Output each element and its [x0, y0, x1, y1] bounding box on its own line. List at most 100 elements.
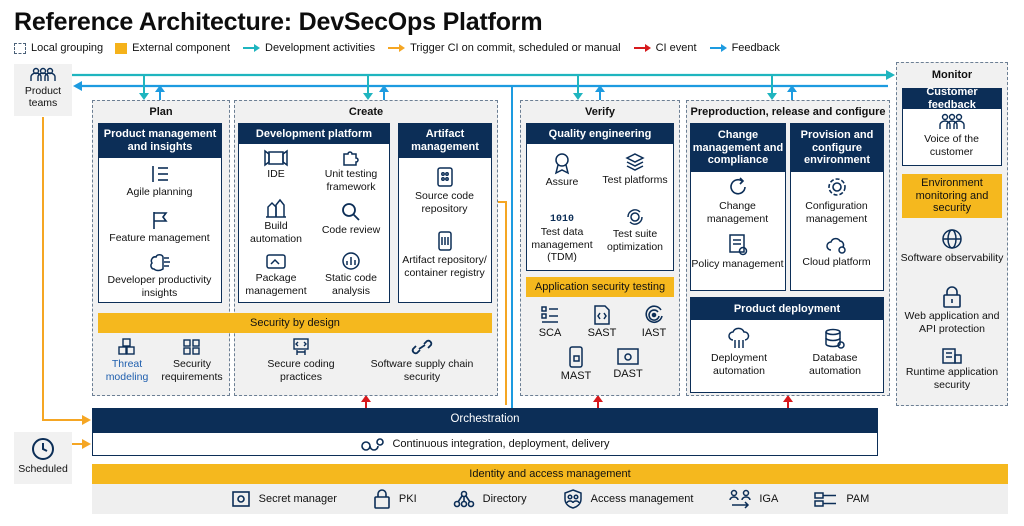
application-security-testing-header: Application security testing [526, 277, 674, 297]
code-icon [293, 338, 309, 355]
policy-document-icon [728, 234, 747, 256]
item-label: Software supply chain security [370, 358, 474, 383]
building-lock-icon [942, 348, 962, 364]
preproduction-title: Preproduction, release and configure [690, 106, 886, 118]
configuration-management-item: Configuration management [791, 176, 882, 225]
identity-access-management-header: Identity and access management [92, 464, 1008, 484]
legend-ci-event: CI event [633, 42, 697, 54]
item-label: Change management [706, 200, 769, 225]
secure-coding-practices-item: Secure coding practices [256, 338, 346, 383]
static-code-analysis-item: Static code analysis [315, 252, 387, 297]
directory-item: Directory [453, 490, 527, 508]
development-platform-box: Development platform IDE Unit testing fr… [238, 123, 390, 303]
safe-icon [231, 491, 250, 507]
item-label: Access management [590, 493, 694, 505]
item-label: Secret manager [258, 493, 337, 505]
item-label: Software observability [900, 252, 1004, 264]
legend-trigger-ci: Trigger CI on commit, scheduled or manua… [387, 42, 621, 54]
link-icon [411, 339, 433, 355]
item-label: Security requirements [161, 358, 223, 383]
product-management-header: Product management and insights [99, 124, 221, 158]
orchestration-header: Orchestration [92, 408, 878, 432]
ide-icon [264, 149, 288, 167]
quality-engineering-header: Quality engineering [527, 124, 673, 144]
item-label: Test suite optimization [606, 228, 664, 253]
item-label: Policy management [691, 258, 784, 270]
dashed-box-swatch [14, 42, 26, 54]
product-teams-actor: Product teams [14, 64, 72, 116]
legend-local-grouping: Local grouping [14, 42, 103, 54]
padlock-icon [374, 489, 390, 509]
item-label: Voice of the customer [924, 133, 979, 158]
item-label: MAST [560, 370, 592, 382]
test-data-management-item: 1010 Test data management (TDM) [529, 210, 595, 264]
clock-icon [32, 438, 54, 460]
item-label: Test platforms [602, 174, 668, 186]
item-label: Test data management (TDM) [531, 226, 593, 264]
refresh-icon [729, 177, 746, 195]
page-title: Reference Architecture: DevSecOps Platfo… [14, 8, 543, 36]
product-management-box: Product management and insights Agile pl… [98, 123, 222, 303]
browser-gear-icon [617, 348, 639, 365]
sca-item: SCA [530, 305, 570, 340]
database-icon [436, 167, 453, 187]
building-icon [266, 198, 286, 218]
legend-label: Local grouping [31, 42, 104, 54]
legend-external-component: External component [115, 42, 230, 54]
security-by-design-header: Security by design [98, 313, 492, 333]
legend: Local grouping External component Develo… [14, 41, 792, 55]
item-label: Agile planning [126, 186, 193, 198]
item-label: Developer productivity insights [107, 274, 212, 299]
product-deployment-header: Product deployment [691, 298, 883, 320]
developer-productivity-item: Developer productivity insights [99, 252, 220, 299]
item-label: SCA [538, 327, 562, 339]
teal-arrow-icon [243, 44, 261, 52]
cubes-icon [118, 338, 135, 355]
artifact-management-box: Artifact management Source code reposito… [398, 123, 492, 303]
database-gear-icon [825, 328, 845, 349]
change-management-header: Change management and compliance [691, 124, 785, 172]
svg-text:1010: 1010 [550, 214, 574, 225]
iam-items-bar: Secret manager PKI Directory Access mana… [92, 484, 1008, 514]
item-label: DAST [613, 368, 643, 380]
list-icon [151, 166, 168, 182]
iga-item: IGA [729, 489, 778, 509]
key-card-icon [814, 492, 837, 507]
secret-manager-item: Secret manager [231, 490, 337, 508]
item-label: Runtime application security [905, 366, 999, 391]
deployment-automation-item: Deployment automation [695, 327, 783, 377]
hierarchy-icon [453, 490, 474, 508]
storage-icon [437, 231, 452, 251]
item-label: Threat modeling [105, 358, 149, 383]
checklist-icon [183, 339, 200, 355]
agile-planning-item: Agile planning [99, 164, 220, 199]
target-icon [645, 305, 663, 323]
lock-icon [943, 286, 961, 308]
item-label: Artifact repository/ container registry [402, 254, 487, 279]
legend-development-activities: Development activities [242, 42, 375, 54]
assure-item: Assure [529, 152, 595, 189]
brain-icon [149, 254, 170, 272]
quality-engineering-box: Quality engineering Assure Test platform… [526, 123, 674, 271]
magnifier-icon [342, 203, 360, 221]
legend-feedback: Feedback [709, 42, 780, 54]
unit-testing-item: Unit testing framework [315, 150, 387, 193]
layers-icon [625, 153, 645, 171]
group-icon [938, 113, 965, 129]
legend-label: Development activities [265, 42, 376, 54]
scheduled-actor: Scheduled [14, 432, 72, 484]
item-label: Web application and API protection [904, 310, 1000, 335]
binary-icon: 1010 [550, 214, 574, 225]
globe-icon [942, 229, 962, 249]
item-label: Unit testing framework [324, 168, 378, 193]
gear-refresh-icon [627, 209, 643, 225]
item-label: Source code repository [415, 190, 474, 215]
item-label: Package management [245, 272, 307, 297]
item-label: PKI [398, 493, 417, 505]
red-arrow-icon [633, 44, 651, 52]
database-automation-item: Database automation [791, 328, 879, 377]
shield-users-icon [563, 489, 582, 509]
pki-item: PKI [373, 489, 417, 509]
item-label: Database automation [809, 352, 861, 377]
people-icon [30, 67, 56, 81]
